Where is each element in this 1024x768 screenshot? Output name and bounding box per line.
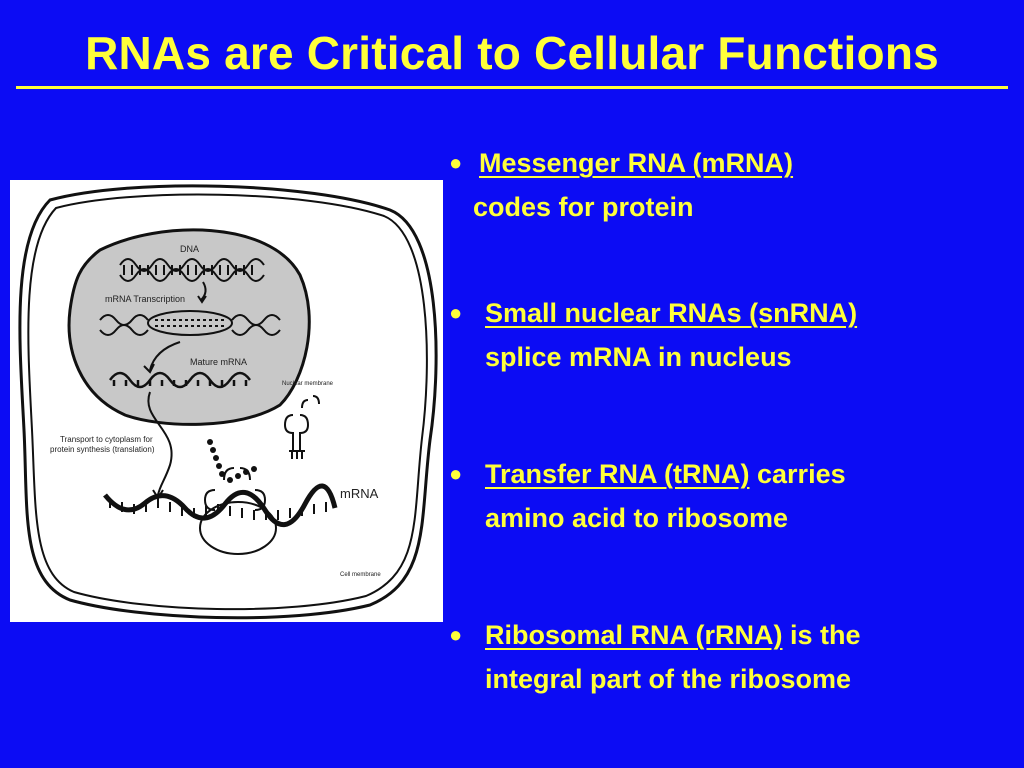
bullet-line2: integral part of the ribosome xyxy=(485,664,852,694)
bullet-dot-icon: ● xyxy=(449,622,463,647)
label-dna: DNA xyxy=(180,244,199,254)
bullet-term: Small nuclear RNAs (snRNA) xyxy=(485,298,858,328)
bullet-term: Ribosomal RNA (rRNA) xyxy=(485,620,783,650)
cell-diagram: DNA mRNA Transcription Mature mRNA Nucle… xyxy=(10,180,443,622)
nucleus-shape xyxy=(67,228,311,426)
bullet-line2: codes for protein xyxy=(473,192,694,222)
label-nuclear-membrane: Nuclear membrane xyxy=(282,381,334,387)
bullet-dot-icon: ● xyxy=(449,150,463,175)
dna-helix xyxy=(119,258,265,282)
bullet-line2: amino acid to ribosome xyxy=(485,503,789,533)
mature-mrna xyxy=(108,371,252,389)
label-cell-membrane: Cell membrane xyxy=(340,572,381,578)
transcription-helix xyxy=(99,310,281,336)
title-underline xyxy=(16,86,1008,89)
bullet-dot-icon: ● xyxy=(449,300,463,325)
label-mature-mrna: Mature mRNA xyxy=(190,357,247,367)
bullet-rest: is the xyxy=(782,620,861,650)
cell-membrane-shape xyxy=(18,184,438,620)
label-transcription: mRNA Transcription xyxy=(105,294,185,304)
label-transport-1: Transport to cytoplasm for xyxy=(60,435,153,444)
slide-title: RNAs are Critical to Cellular Functions xyxy=(85,27,939,79)
bullet-term: Transfer RNA (tRNA) xyxy=(485,459,750,489)
trna-shapes xyxy=(283,395,320,459)
label-transport-2: protein synthesis (translation) xyxy=(50,445,155,454)
ribosome-mrna xyxy=(103,467,338,555)
bullet-dot-icon: ● xyxy=(449,461,463,486)
bullet-term: Messenger RNA (mRNA) xyxy=(479,148,794,178)
label-mrna: mRNA xyxy=(340,486,379,501)
bullet-rest: carries xyxy=(749,459,846,489)
bullet-line2: splice mRNA in nucleus xyxy=(485,342,792,372)
